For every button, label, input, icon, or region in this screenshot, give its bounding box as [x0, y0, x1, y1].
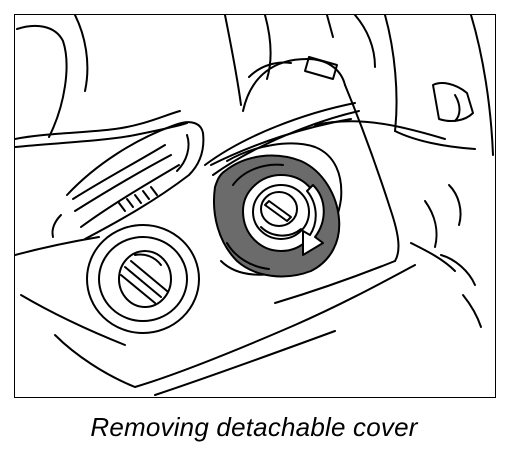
- key-cylinder: [252, 184, 310, 240]
- leader-line: [210, 118, 352, 166]
- dashboard-upper-panel: [15, 15, 188, 148]
- dashboard-illustration: [15, 15, 494, 396]
- right-housing: [384, 15, 494, 328]
- round-socket: [86, 224, 200, 334]
- figure-caption: Removing detachable cover: [90, 412, 418, 442]
- steering-column-parts: [224, 15, 376, 112]
- cover-rim-detail: [226, 163, 284, 270]
- curved-arrow-icon: [302, 184, 325, 256]
- illustration-frame: [14, 14, 496, 398]
- air-vent: [51, 121, 205, 240]
